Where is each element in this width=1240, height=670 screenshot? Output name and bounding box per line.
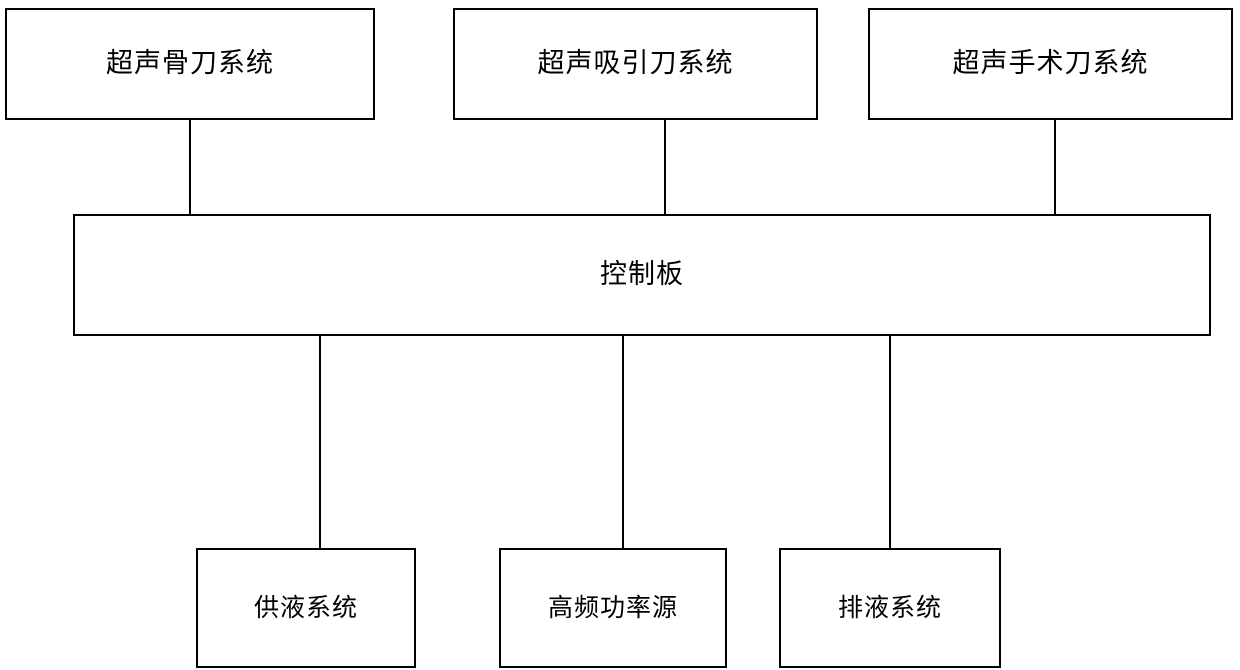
connector-control-to-drainage: [889, 336, 891, 548]
node-control-board[interactable]: 控制板: [73, 214, 1211, 336]
connector-control-to-liquid-supply: [319, 336, 321, 548]
node-liquid-supply-system[interactable]: 供液系统: [196, 548, 416, 668]
node-label: 高频功率源: [547, 593, 678, 623]
node-liquid-drainage-system[interactable]: 排液系统: [779, 548, 1001, 668]
node-high-frequency-power-source[interactable]: 高频功率源: [499, 548, 727, 668]
node-label: 超声骨刀系统: [106, 48, 274, 80]
connector-bone-scalpel-to-control: [189, 120, 191, 214]
node-ultrasonic-aspirator-system[interactable]: 超声吸引刀系统: [453, 8, 818, 120]
node-label: 供液系统: [253, 593, 358, 623]
connector-aspirator-to-control: [664, 120, 666, 214]
node-label: 控制板: [600, 259, 684, 291]
node-ultrasonic-surgical-scalpel-system[interactable]: 超声手术刀系统: [868, 8, 1233, 120]
connector-surgical-scalpel-to-control: [1054, 120, 1056, 214]
node-ultrasonic-bone-scalpel-system[interactable]: 超声骨刀系统: [5, 8, 375, 120]
connector-control-to-power-source: [622, 336, 624, 548]
node-label: 超声吸引刀系统: [537, 48, 734, 80]
node-label: 超声手术刀系统: [952, 48, 1149, 80]
node-label: 排液系统: [837, 593, 942, 623]
